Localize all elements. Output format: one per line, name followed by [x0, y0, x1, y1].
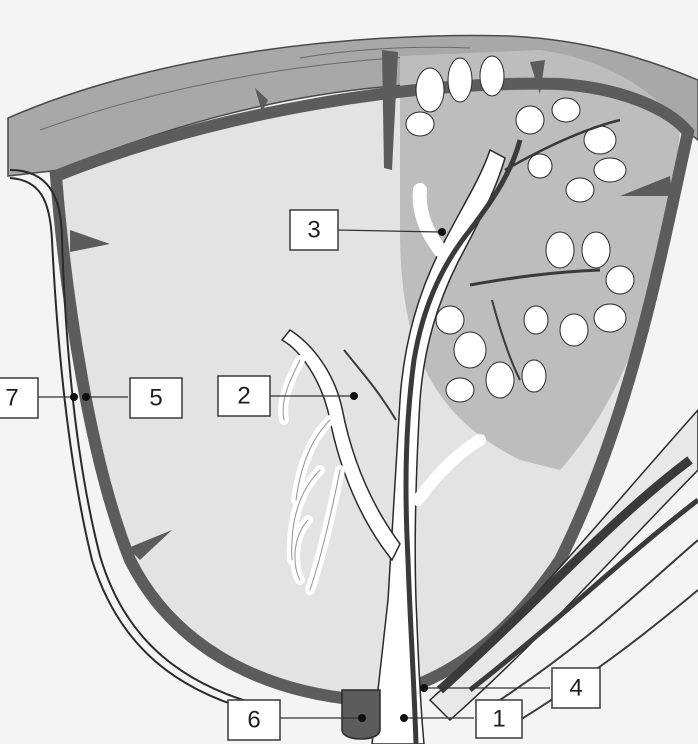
label-3-text: 3: [307, 217, 320, 244]
leader-dot-4: [420, 684, 428, 692]
label-6: 6: [228, 700, 280, 740]
label-5: 5: [130, 378, 182, 418]
label-4: 4: [552, 668, 600, 708]
label-2: 2: [218, 376, 270, 416]
label-5-text: 5: [149, 385, 162, 412]
label-3: 3: [290, 210, 338, 250]
leader-dot-5: [82, 393, 90, 401]
label-4-text: 4: [569, 675, 582, 702]
label-1: 1: [476, 700, 522, 738]
label-6-text: 6: [247, 707, 260, 734]
leader-dot-2: [350, 392, 358, 400]
label-7-text: 7: [5, 385, 18, 412]
leader-dot-7: [70, 393, 78, 401]
leader-dot-3: [438, 228, 446, 236]
leader-dot-6: [358, 714, 366, 722]
label-7: 7: [0, 378, 38, 418]
label-2-text: 2: [237, 383, 250, 410]
leader-dot-1: [400, 714, 408, 722]
label-1-text: 1: [492, 706, 505, 733]
